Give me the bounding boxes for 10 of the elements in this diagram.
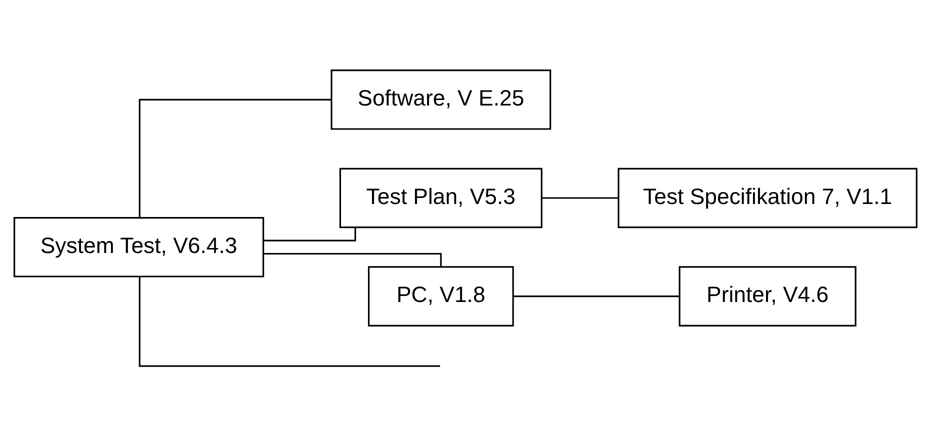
node-box: PC, V1.8 [368,266,514,326]
connector [542,196,618,198]
node-box: Software, V E.25 [330,69,552,130]
connector [138,98,332,217]
node-box: Printer, V4.6 [678,266,856,326]
node-box: Test Plan, V5.3 [339,167,542,228]
connector [138,276,440,366]
node-box: System Test, V6.4.3 [14,216,264,277]
connector [513,295,679,297]
node-box: Test Specifikation 7, V1.1 [618,167,918,228]
